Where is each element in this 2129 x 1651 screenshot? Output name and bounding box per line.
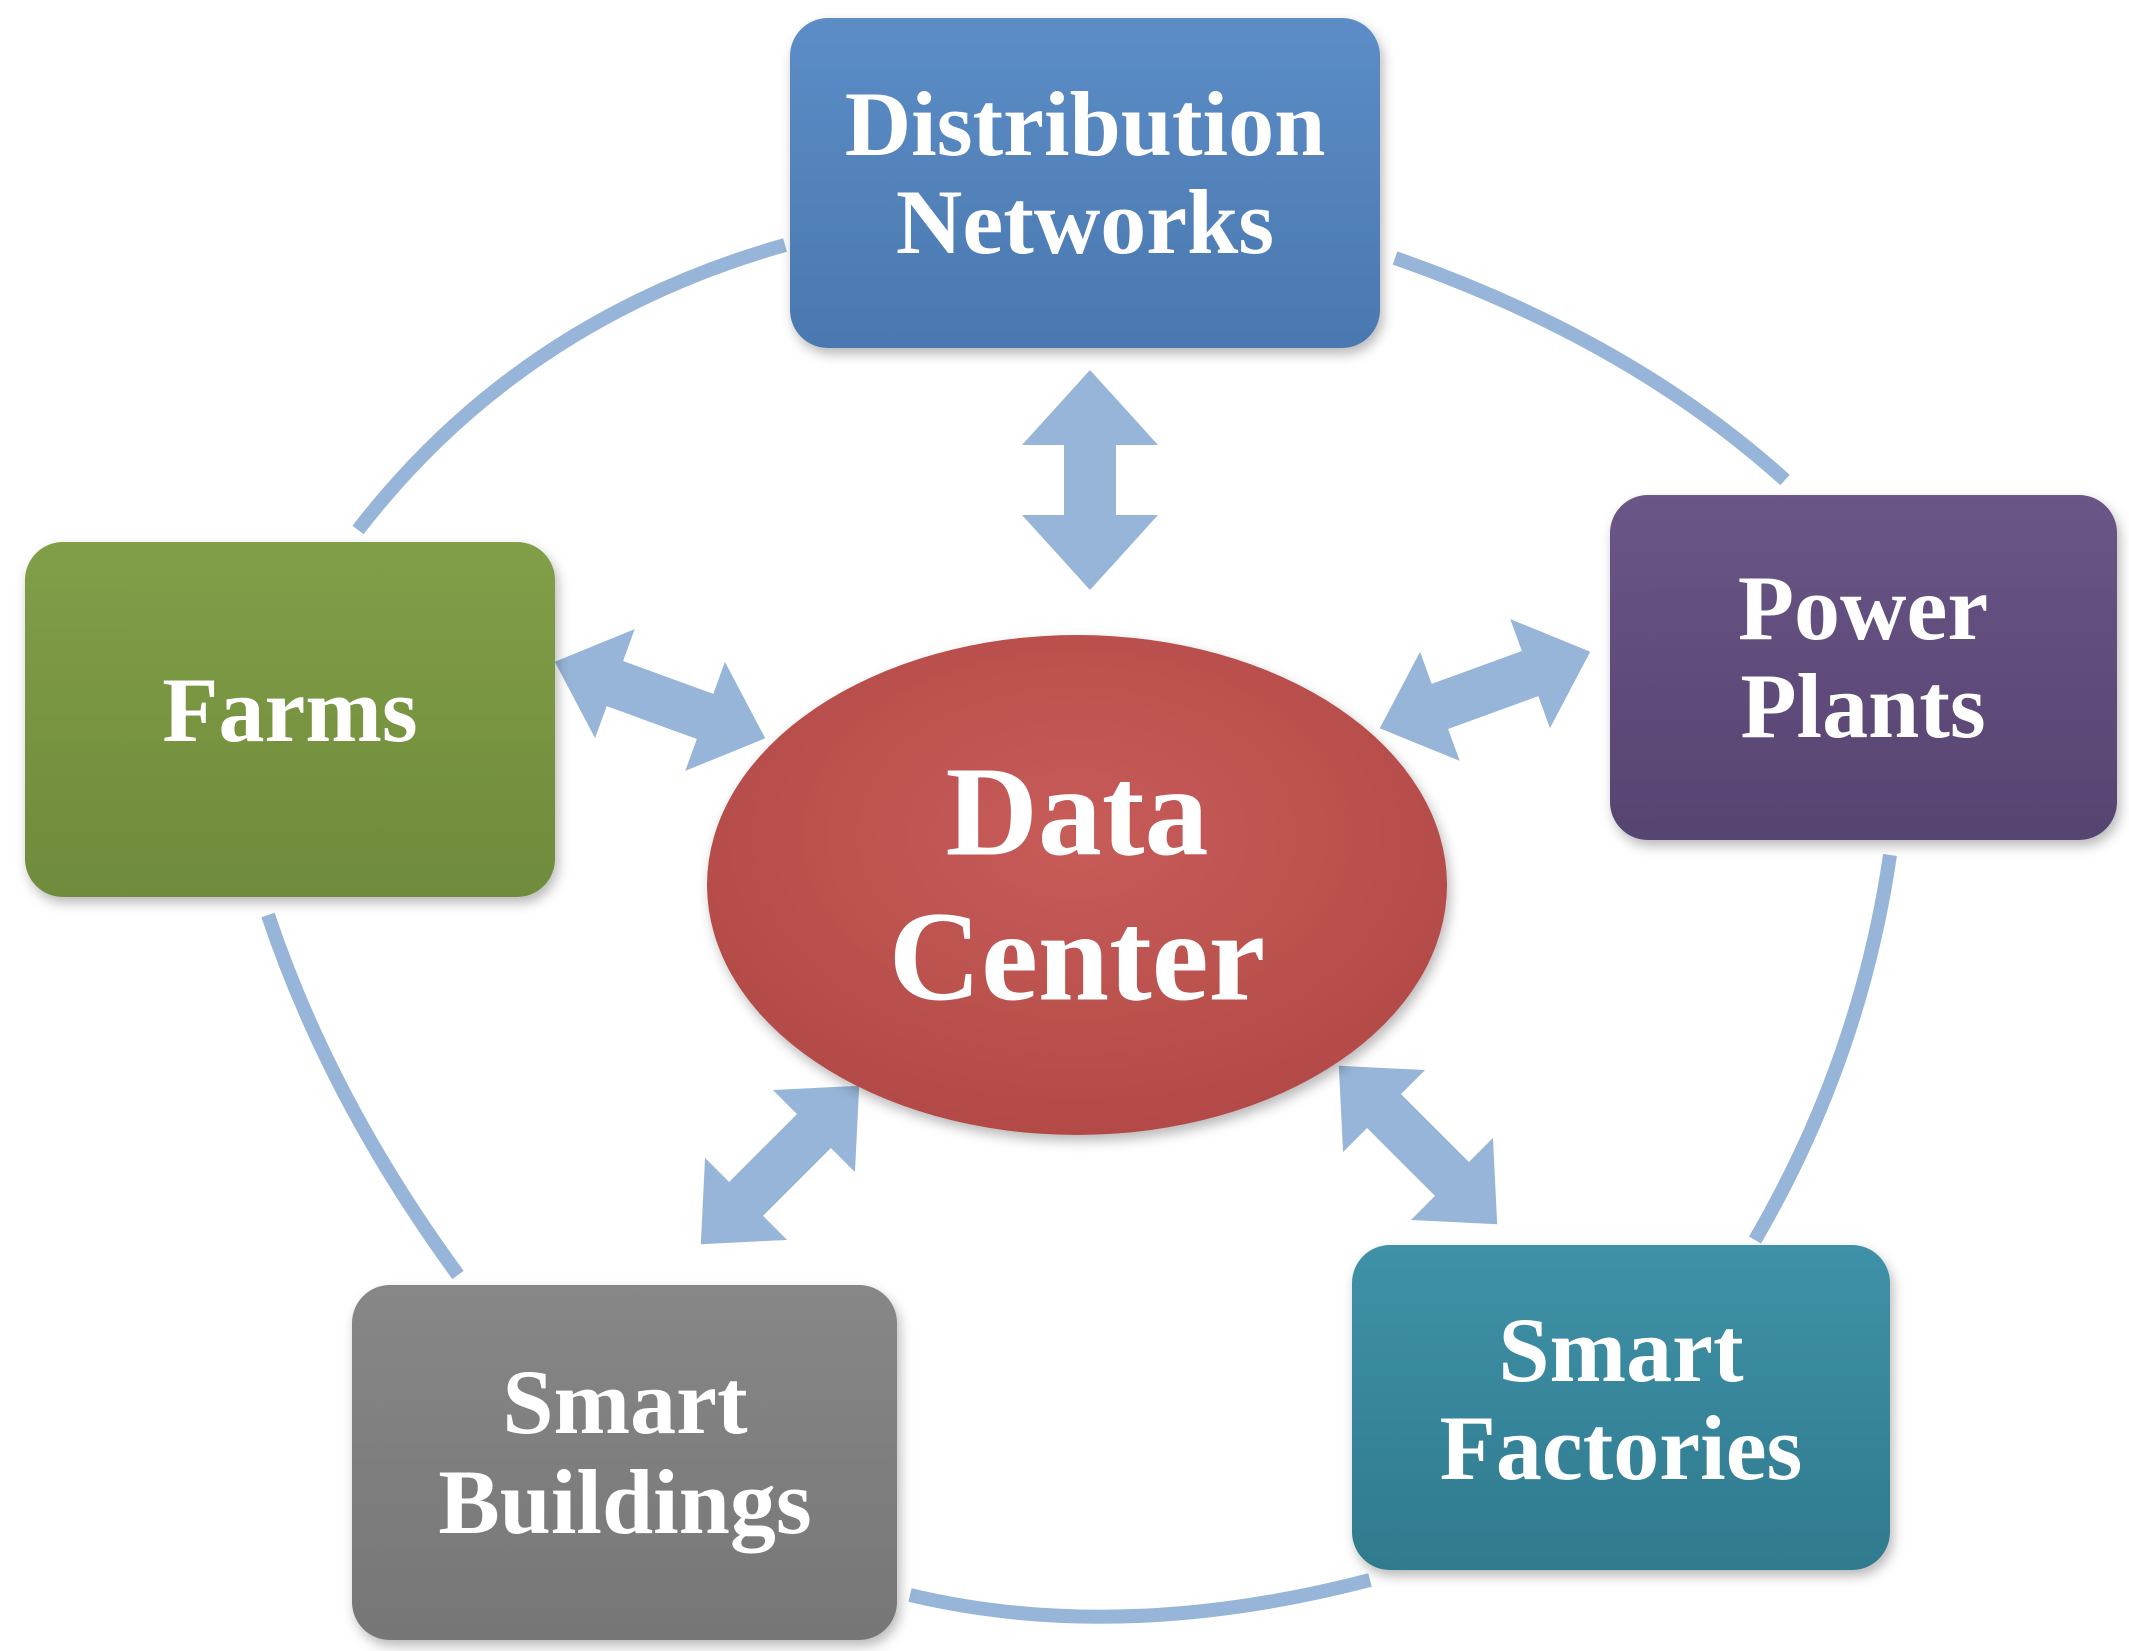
ring-segment-bottom: [908, 1573, 1372, 1624]
ring-segment-right: [1748, 853, 1897, 1244]
center-label-line2: Center: [889, 885, 1266, 1027]
arrow-power-center: [1379, 619, 1591, 761]
ring-segment-left: [261, 912, 464, 1280]
node-smart-buildings-label-line1: Smart: [502, 1351, 748, 1453]
ring-segment-top-left: [352, 238, 787, 535]
node-smart-factories-label-line2: Factories: [1440, 1397, 1803, 1499]
arrow-factories-center: [1338, 1065, 1498, 1225]
node-power-plants-label-line2: Plants: [1740, 655, 1985, 757]
center-label-line1: Data: [945, 740, 1208, 882]
node-smart-buildings: [352, 1285, 897, 1640]
node-distribution-networks: [790, 18, 1380, 348]
node-power-plants: [1610, 495, 2117, 840]
node-smart-factories: [1352, 1245, 1890, 1570]
center-data-center: [707, 635, 1447, 1135]
ring-segment-top-right: [1392, 251, 1790, 486]
node-farms-label: Farms: [162, 659, 417, 761]
connection-ring: [261, 238, 1897, 1624]
node-power-plants-label-line1: Power: [1738, 557, 1988, 659]
node-distribution-networks-label-line2: Networks: [896, 171, 1274, 273]
node-distribution-networks-label-line1: Distribution: [845, 73, 1326, 175]
arrow-farms-center: [554, 629, 766, 771]
node-smart-buildings-label-line2: Buildings: [438, 1451, 811, 1553]
arrow-buildings-center: [700, 1085, 860, 1245]
arrow-distribution-center: [1022, 370, 1158, 590]
node-smart-factories-label-line1: Smart: [1498, 1299, 1744, 1401]
node-farms: [25, 542, 555, 897]
arrows: [554, 370, 1591, 1245]
